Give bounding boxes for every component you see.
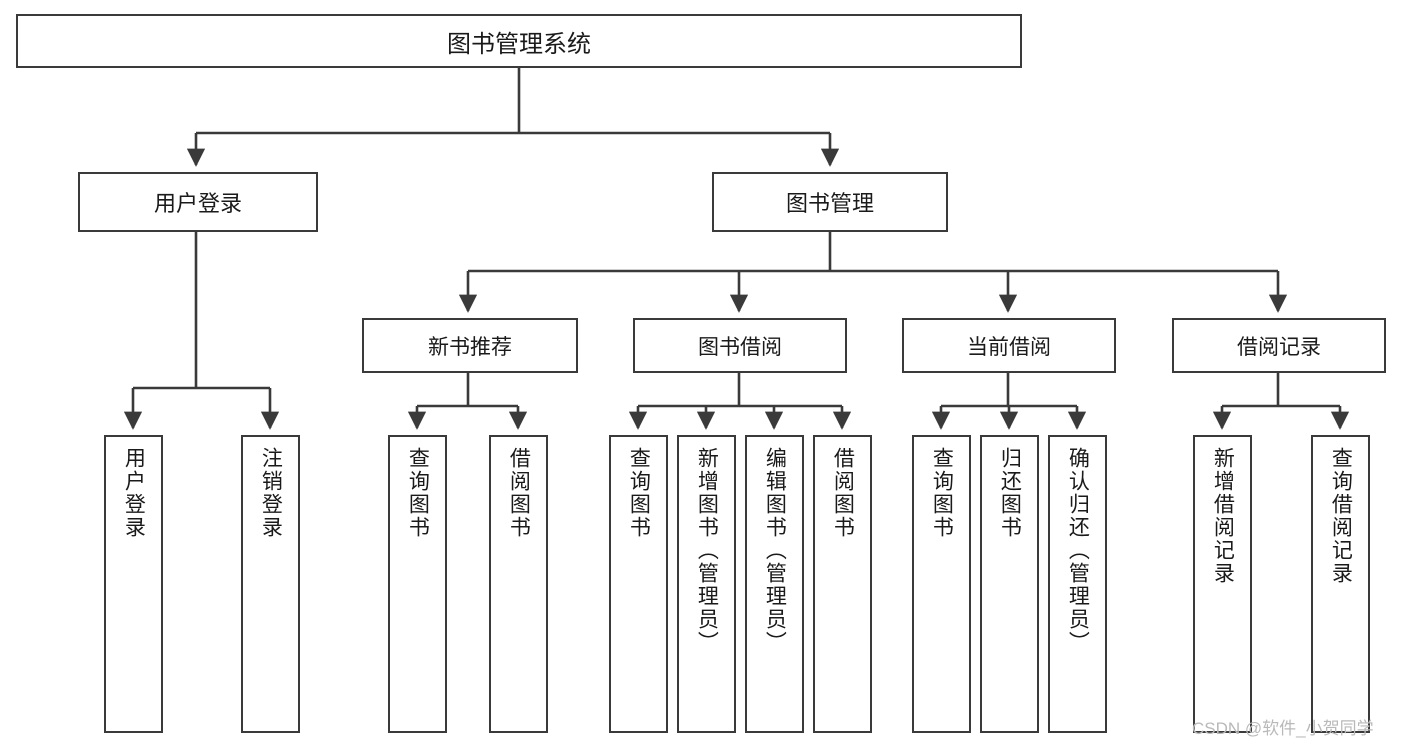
node-new-book-rec[interactable]: 新书推荐 bbox=[362, 318, 578, 373]
node-leaf-add-record-label: 新增借阅记录 bbox=[1211, 447, 1235, 585]
node-leaf-edit-book[interactable]: 编辑图书（管理员） bbox=[745, 435, 804, 733]
node-leaf-add-book[interactable]: 新增图书（管理员） bbox=[677, 435, 736, 733]
node-leaf-query-record[interactable]: 查询借阅记录 bbox=[1311, 435, 1370, 733]
node-leaf-borrow-book-1-label: 借阅图书 bbox=[507, 447, 531, 539]
node-leaf-query-book-1[interactable]: 查询图书 bbox=[388, 435, 447, 733]
node-leaf-edit-book-label: 编辑图书（管理员） bbox=[763, 447, 787, 654]
node-borrow-record[interactable]: 借阅记录 bbox=[1172, 318, 1386, 373]
csdn-watermark: CSDN @软件_小贺同学 bbox=[1192, 719, 1374, 738]
node-leaf-user-login[interactable]: 用户登录 bbox=[104, 435, 163, 733]
node-leaf-borrow-book-1[interactable]: 借阅图书 bbox=[489, 435, 548, 733]
node-current-borrow[interactable]: 当前借阅 bbox=[902, 318, 1116, 373]
node-leaf-add-book-label: 新增图书（管理员） bbox=[695, 447, 719, 654]
node-leaf-add-record[interactable]: 新增借阅记录 bbox=[1193, 435, 1252, 733]
node-leaf-borrow-book-2[interactable]: 借阅图书 bbox=[813, 435, 872, 733]
node-leaf-query-book-3[interactable]: 查询图书 bbox=[912, 435, 971, 733]
node-leaf-query-book-2[interactable]: 查询图书 bbox=[609, 435, 668, 733]
node-book-manage[interactable]: 图书管理 bbox=[712, 172, 948, 232]
node-root-label: 图书管理系统 bbox=[447, 30, 591, 58]
node-leaf-user-login-label: 用户登录 bbox=[122, 447, 146, 539]
node-leaf-confirm-return-label: 确认归还（管理员） bbox=[1066, 447, 1090, 654]
node-borrow-record-label: 借阅记录 bbox=[1237, 335, 1321, 359]
node-current-borrow-label: 当前借阅 bbox=[967, 335, 1051, 359]
node-book-borrow[interactable]: 图书借阅 bbox=[633, 318, 847, 373]
node-new-book-rec-label: 新书推荐 bbox=[428, 335, 512, 359]
node-leaf-query-book-3-label: 查询图书 bbox=[930, 447, 954, 539]
node-leaf-return-book-label: 归还图书 bbox=[998, 447, 1022, 539]
node-leaf-borrow-book-2-label: 借阅图书 bbox=[831, 447, 855, 539]
node-root[interactable]: 图书管理系统 bbox=[16, 14, 1022, 68]
node-leaf-logout-label: 注销登录 bbox=[259, 447, 283, 539]
node-leaf-logout[interactable]: 注销登录 bbox=[241, 435, 300, 733]
node-user-login-label: 用户登录 bbox=[153, 191, 242, 216]
node-leaf-return-book[interactable]: 归还图书 bbox=[980, 435, 1039, 733]
node-user-login[interactable]: 用户登录 bbox=[78, 172, 318, 232]
node-leaf-query-book-2-label: 查询图书 bbox=[627, 447, 651, 539]
node-leaf-query-record-label: 查询借阅记录 bbox=[1329, 447, 1353, 585]
node-leaf-query-book-1-label: 查询图书 bbox=[406, 447, 430, 539]
node-book-manage-label: 图书管理 bbox=[785, 191, 874, 216]
node-book-borrow-label: 图书借阅 bbox=[698, 335, 782, 359]
node-leaf-confirm-return[interactable]: 确认归还（管理员） bbox=[1048, 435, 1107, 733]
